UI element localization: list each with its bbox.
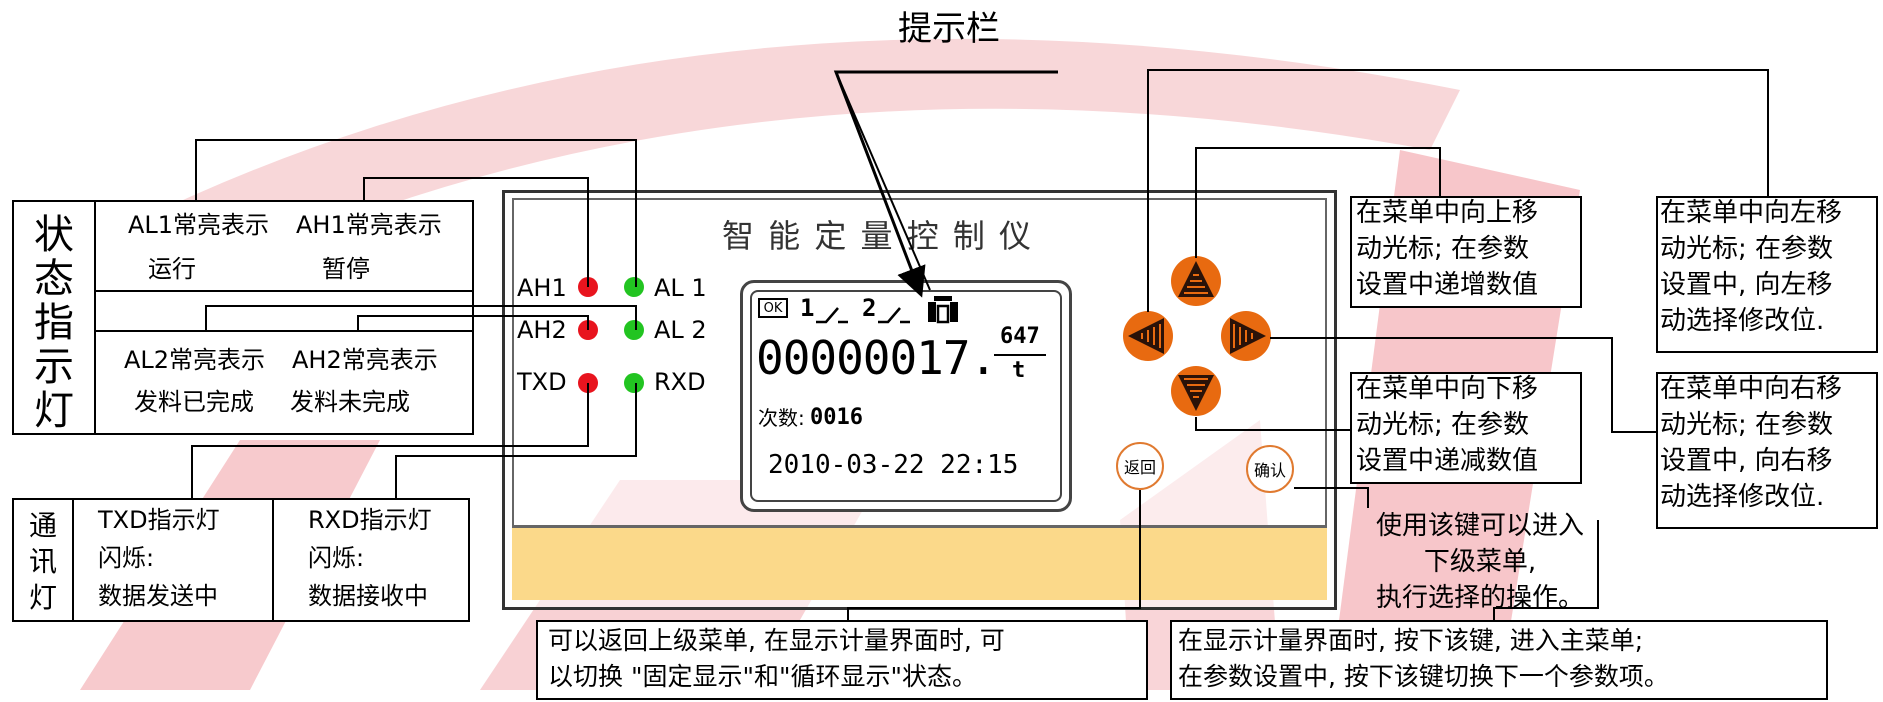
confirm-note: 使用该键可以进入 下级菜单, 执行选择的操作。 <box>1350 508 1610 616</box>
left-note-box <box>1656 196 1878 353</box>
hint-bar <box>512 525 1327 600</box>
status-divider-v <box>94 200 96 435</box>
switch1-icon <box>816 307 848 324</box>
status-divider-h2 <box>94 330 474 332</box>
txd-title: TXD指示灯 <box>98 506 220 534</box>
lcd-times-value: 0016 <box>810 405 863 430</box>
back-button[interactable]: 返回 <box>1116 442 1164 490</box>
lcd-switch1-label: 1 <box>800 294 815 322</box>
right-note-line4: 动选择修改位. <box>1660 482 1825 512</box>
right-note-line3: 设置中, 向右移 <box>1660 446 1833 476</box>
confirm-note-line1: 使用该键可以进入 <box>1375 511 1584 541</box>
ah1-meaning: 暂停 <box>322 255 370 283</box>
main-note-line2: 在参数设置中, 按下该键切换下一个参数项。 <box>1178 662 1669 691</box>
lcd-screen <box>740 280 1072 512</box>
al2-desc: AL2常亮表示 <box>124 346 266 374</box>
up-note-box <box>1350 196 1582 308</box>
txd-label: TXD <box>517 368 567 396</box>
confirm-button[interactable]: 确认 <box>1246 445 1294 493</box>
back-note-line1: 可以返回上级菜单, 在显示计量界面时, 可 <box>548 626 1005 655</box>
txd-flash: 闪烁: <box>98 544 155 572</box>
ah1-desc: AH1常亮表示 <box>296 211 442 239</box>
down-note-box <box>1350 372 1582 484</box>
rxd-flash: 闪烁: <box>308 544 365 572</box>
left-note-line2: 动光标; 在参数 <box>1660 234 1834 264</box>
left-note-line1: 在菜单中向左移 <box>1660 198 1843 228</box>
down-note-line3: 设置中递减数值 <box>1356 446 1539 476</box>
down-note-line2: 动光标; 在参数 <box>1356 410 1530 440</box>
ah1-label: AH1 <box>517 274 567 302</box>
comm-divider-2 <box>272 498 274 622</box>
lcd-rate-bottom: t <box>1012 358 1026 383</box>
comm-divider-1 <box>72 498 74 622</box>
hint-bar-label: 提示栏 <box>898 9 1000 49</box>
rxd-title: RXD指示灯 <box>308 506 432 534</box>
al1-led <box>624 277 644 297</box>
confirm-button-label: 确认 <box>1253 461 1286 480</box>
rxd-meaning: 数据接收中 <box>308 582 428 610</box>
comm-lights-box <box>12 498 470 622</box>
lcd-ok-text: OK <box>763 300 783 316</box>
lcd-counter: 00000017. <box>756 331 997 385</box>
al1-meaning: 运行 <box>148 255 196 283</box>
scale-icon <box>928 296 958 324</box>
ah2-desc: AH2常亮表示 <box>292 346 438 374</box>
back-note-box <box>536 620 1148 700</box>
left-note-line4: 动选择修改位. <box>1660 306 1825 336</box>
lcd-rate-divider <box>994 354 1046 356</box>
right-note-line1: 在菜单中向右移 <box>1660 374 1843 404</box>
al2-label: AL 2 <box>654 316 707 344</box>
device-title: 智 能 定 量 控 制 仪 <box>722 217 1034 255</box>
al2-led <box>624 320 644 340</box>
txd-meaning: 数据发送中 <box>98 582 218 610</box>
lcd-switch2-label: 2 <box>862 294 877 322</box>
al1-desc: AL1常亮表示 <box>128 211 270 239</box>
up-note-line2: 动光标; 在参数 <box>1356 234 1530 264</box>
right-arrow-button[interactable] <box>1220 310 1272 362</box>
main-note-box <box>1170 620 1828 700</box>
rxd-led <box>624 373 644 393</box>
down-note-line1: 在菜单中向下移 <box>1356 374 1539 404</box>
lcd-datetime: 2010-03-22 22:15 <box>768 450 1019 480</box>
status-lights-side-label: 状态指示灯 <box>34 212 74 434</box>
status-lights-box <box>12 200 474 435</box>
up-note-line3: 设置中递增数值 <box>1356 270 1539 300</box>
switch2-icon <box>878 307 910 324</box>
lcd-rate-top: 647 <box>1000 324 1040 349</box>
main-note-line1: 在显示计量界面时, 按下该键, 进入主菜单; <box>1178 626 1644 655</box>
right-note-box <box>1656 372 1878 529</box>
rxd-label: RXD <box>654 368 706 396</box>
left-note-line3: 设置中, 向左移 <box>1660 270 1833 300</box>
ah2-meaning: 发料未完成 <box>290 388 410 416</box>
al1-label: AL 1 <box>654 274 707 302</box>
left-arrow-button[interactable] <box>1122 310 1174 362</box>
lcd-ok-badge: OK <box>758 298 788 318</box>
comm-lights-side-label: 通讯灯 <box>28 509 57 614</box>
down-arrow-button[interactable] <box>1170 365 1222 417</box>
back-button-label: 返回 <box>1123 458 1156 477</box>
up-note-line1: 在菜单中向上移 <box>1356 198 1539 228</box>
ah2-label: AH2 <box>517 316 567 344</box>
right-note-line2: 动光标; 在参数 <box>1660 410 1834 440</box>
al2-meaning: 发料已完成 <box>134 388 254 416</box>
back-note-line2: 以切换 "固定显示"和"循环显示"状态。 <box>548 662 977 691</box>
status-divider-h1 <box>94 290 474 292</box>
up-arrow-button[interactable] <box>1170 255 1222 307</box>
confirm-note-line2: 下级菜单, <box>1423 547 1537 577</box>
lcd-times-label: 次数: <box>758 406 805 430</box>
